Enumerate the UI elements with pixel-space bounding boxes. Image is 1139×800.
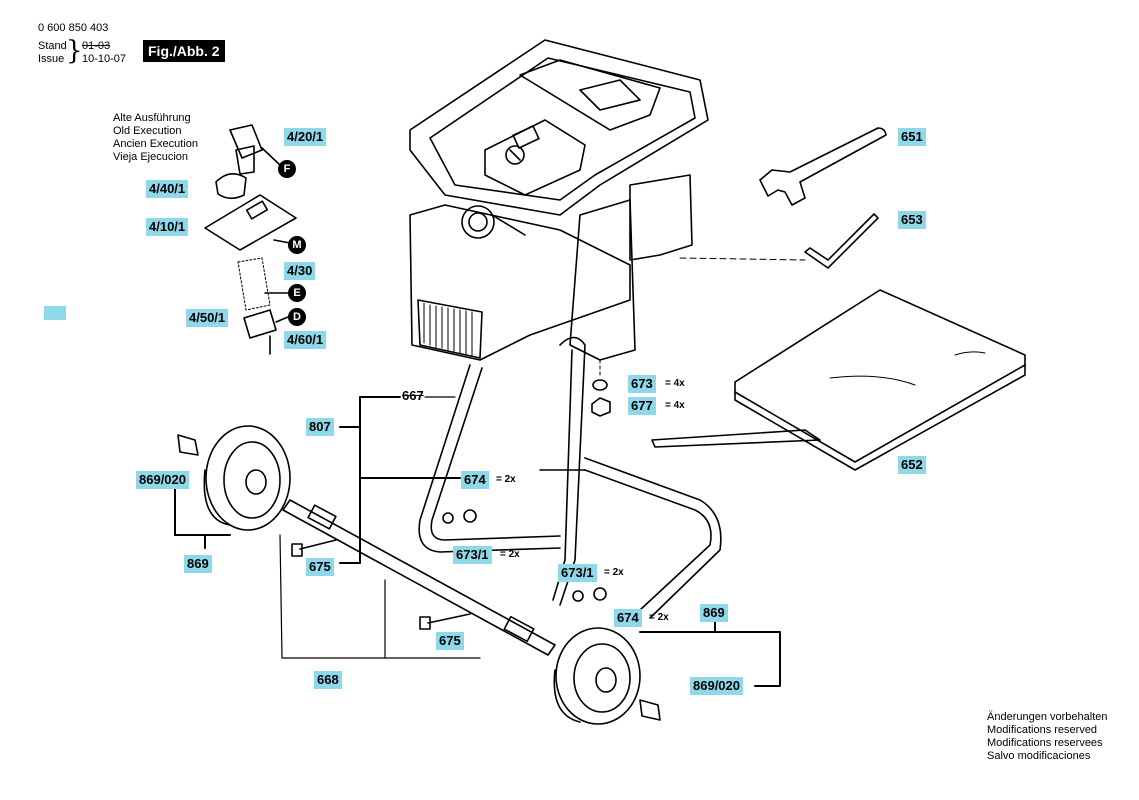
switch-assembly-drawing: [204, 124, 297, 355]
part-label-668: 668: [314, 671, 342, 689]
old-execution-line-fr: Ancien Execution: [113, 138, 198, 150]
marker-f: F: [278, 160, 296, 178]
old-execution-line-de: Alte Ausführung: [113, 112, 191, 124]
modification-notes: Änderungen vorbehalten Modifications res…: [987, 711, 1107, 763]
brace-symbol: }: [66, 36, 83, 66]
marker-m: M: [288, 236, 306, 254]
part-label-4-10-1: 4/10/1: [146, 218, 189, 236]
part-label-667: 667: [402, 388, 424, 403]
marker-e: E: [288, 284, 306, 302]
qty-674-lower: = 2x: [649, 612, 669, 623]
qty-673-1-lower: = 2x: [500, 549, 520, 560]
document-number: 0 600 850 403: [38, 22, 109, 34]
part-label-652: 652: [898, 456, 926, 474]
date-block: 01-03 10-10-07: [82, 40, 126, 66]
part-label-4-30: 4/30: [284, 262, 316, 280]
qty-674-upper: = 2x: [496, 474, 516, 485]
part-label-869-020-left: 869/020: [136, 471, 189, 489]
note-line-de: Änderungen vorbehalten: [987, 711, 1108, 723]
part-label-807: 807: [306, 418, 334, 436]
stand-issue-labels: Stand Issue: [38, 40, 67, 66]
marker-d: D: [288, 308, 306, 326]
part-label-4-20-1: 4/20/1: [284, 128, 327, 146]
part-label-673-1-lower: 673/1: [453, 546, 492, 564]
part-label-653: 653: [898, 211, 926, 229]
part-label-869-left: 869: [184, 555, 212, 573]
qty-677: = 4x: [665, 400, 685, 411]
part-label-673: 673: [628, 375, 656, 393]
part-label-674-upper: 674: [461, 471, 489, 489]
part-label-651: 651: [898, 128, 926, 146]
legend-swatch: [44, 306, 66, 320]
tools-drawing: [759, 127, 887, 269]
axle-and-wheels-drawing: [177, 359, 661, 725]
qty-673-1-right: = 2x: [604, 567, 624, 578]
old-execution-line-en: Old Execution: [113, 125, 182, 137]
note-line-en: Modifications reserved: [987, 724, 1098, 736]
old-date: 01-03: [82, 40, 111, 52]
stand-frame-drawing: [418, 336, 722, 619]
grass-bag-drawing: [651, 289, 1026, 471]
part-label-4-60-1: 4/60/1: [284, 331, 327, 349]
issue-label: Issue: [38, 53, 65, 65]
part-label-674-lower: 674: [614, 609, 642, 627]
part-label-869-right: 869: [700, 604, 728, 622]
shredder-body-drawing: [409, 39, 806, 361]
part-label-675-upper: 675: [306, 558, 334, 576]
leader-lines: [174, 396, 781, 687]
part-label-675-lower: 675: [436, 632, 464, 650]
old-execution-note: Alte Ausführung Old Execution Ancien Exe…: [113, 112, 198, 164]
note-line-es: Salvo modificaciones: [987, 750, 1091, 762]
figure-label: Fig./Abb. 2: [143, 40, 225, 62]
new-date: 10-10-07: [82, 53, 127, 65]
part-label-673-1-right: 673/1: [558, 564, 597, 582]
part-label-677: 677: [628, 397, 656, 415]
old-execution-line-es: Vieja Ejecucion: [113, 151, 189, 163]
stand-label: Stand: [38, 40, 67, 52]
qty-673: = 4x: [665, 378, 685, 389]
note-line-fr: Modifications reservees: [987, 737, 1103, 749]
part-label-869-020-right: 869/020: [690, 677, 743, 695]
part-label-4-50-1: 4/50/1: [186, 309, 229, 327]
part-label-4-40-1: 4/40/1: [146, 180, 189, 198]
